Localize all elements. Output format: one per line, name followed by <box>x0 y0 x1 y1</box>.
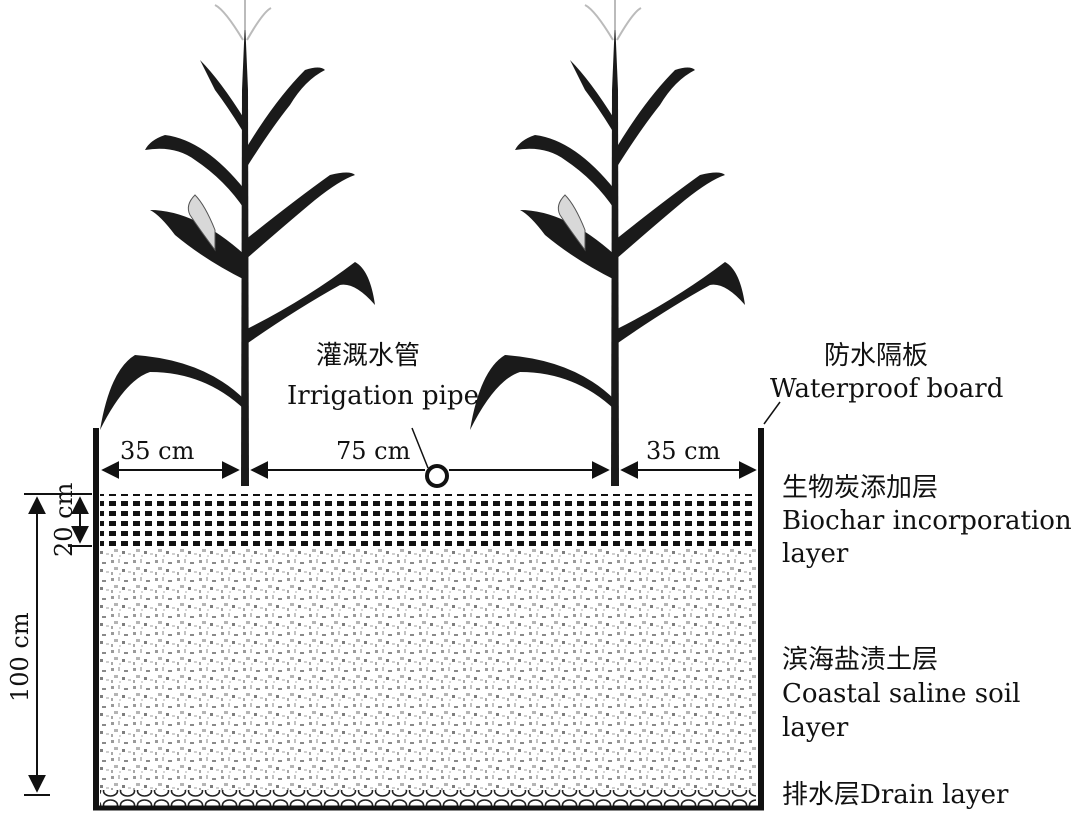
maize-plant-left <box>100 0 375 486</box>
saline-soil-label-en-1: Coastal saline soil <box>782 679 1020 709</box>
biochar-depth-label: 20 cm <box>50 482 78 557</box>
irrigation-pipe-label-zh: 灌溉水管 <box>316 341 420 371</box>
saline-soil-label-zh: 滨海盐渍土层 <box>782 645 938 675</box>
labels: 灌溉水管 Irrigation pipe 防水隔板 Waterproof boa… <box>287 341 1072 810</box>
middle-gap-label: 75 cm <box>336 437 411 465</box>
biochar-layer-label-en-1: Biochar incorporation <box>782 506 1072 536</box>
biochar-layer-label-zh: 生物炭添加层 <box>782 473 938 503</box>
right-gap-label: 35 cm <box>646 437 721 465</box>
horizontal-dimensions: 35 cm 75 cm 35 cm <box>101 437 757 479</box>
container-walls <box>93 428 764 811</box>
biochar-incorporation-layer <box>100 494 756 546</box>
irrigation-pipe-icon <box>425 464 449 488</box>
maize-plant-right <box>470 0 745 486</box>
biochar-layer-label-en-2: layer <box>782 539 849 569</box>
saline-soil-label-en-2: layer <box>782 713 849 743</box>
irrigation-pipe-label-en: Irrigation pipe <box>287 381 479 411</box>
left-gap-label: 35 cm <box>120 437 195 465</box>
drain-layer <box>100 790 756 806</box>
total-depth-label: 100 cm <box>6 612 34 702</box>
coastal-saline-soil-layer <box>100 546 756 790</box>
waterproof-board-leader <box>763 401 781 425</box>
soil-column <box>100 494 756 806</box>
waterproof-board-label-en: Waterproof board <box>770 374 1003 404</box>
irrigation-pipe-leader <box>411 427 429 469</box>
vertical-dimensions: 20 cm 100 cm <box>6 482 92 796</box>
waterproof-board-label-zh: 防水隔板 <box>824 341 928 371</box>
drain-layer-label: 排水层Drain layer <box>782 780 1009 810</box>
